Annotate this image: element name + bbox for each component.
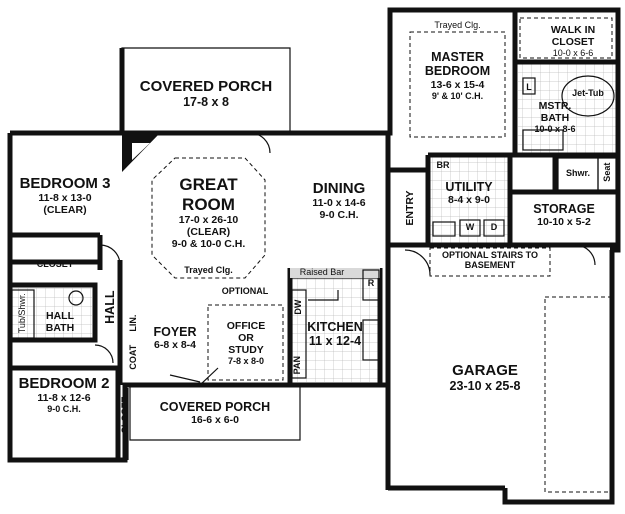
washer-icon: [459, 219, 481, 237]
master-seat-icon: [597, 157, 617, 191]
office-optional-label: OPTIONAL: [221, 286, 269, 296]
utility-label: UTILITY 8-4 x 9-0: [445, 180, 493, 207]
fireplace-icon: [122, 133, 160, 172]
master-toilet-icon: [522, 77, 536, 95]
storage-label: STORAGE 10-10 x 5-2: [533, 202, 595, 229]
bedroom3-label: BEDROOM 3 11-8 x 13-0 (CLEAR): [19, 175, 111, 217]
dryer-label: D: [490, 222, 498, 232]
hall-sink-icon: [68, 290, 84, 306]
office-label: OFFICE OR STUDY 7-8 x 8-0: [226, 320, 266, 367]
optional-stairs-label: OPTIONAL STAIRS TO BASEMENT: [441, 250, 538, 271]
pan-label: PAN: [291, 356, 302, 375]
walk-in-closet-label: WALK IN CLOSET 10-0 x 6-6: [550, 24, 596, 59]
kitchen-counters: [290, 268, 380, 379]
foyer-label: FOYER 6-8 x 8-4: [153, 325, 197, 352]
hall-tub-label: Tub/Shwr.: [16, 293, 27, 334]
master-sink-icon: [522, 129, 564, 151]
washer-label: W: [465, 222, 475, 232]
master-bedroom-label: MASTER BEDROOM 13-6 x 15-4 9' & 10' C.H.: [424, 50, 491, 101]
garage-parking-outline: [544, 296, 613, 493]
door-swings: [94, 132, 596, 386]
utility-tile-floor: [428, 156, 510, 244]
ref-label: R: [367, 278, 375, 288]
interior-walls: [10, 10, 618, 460]
office-optional-outline: [207, 304, 284, 381]
linen-label: LIN.: [127, 314, 138, 332]
kitchen-label: KITCHEN 11 x 12-4: [307, 320, 363, 349]
optional-stairs-outline: [429, 247, 551, 277]
dw-label: DW: [292, 299, 303, 315]
hall-bath-tile-floor: [12, 288, 92, 340]
hall-bath-label: HALL BATH: [45, 310, 75, 335]
entry-label: ENTRY: [403, 190, 416, 226]
covered-porch-top-label: COVERED PORCH 17-8 x 8: [139, 78, 273, 110]
kitchen-tile-floor: [290, 268, 382, 382]
shower-label: Shwr.: [565, 168, 590, 178]
bedroom2-label: BEDROOM 2 11-8 x 12-6 9-0 C.H.: [18, 375, 110, 415]
master-linen-label: L: [526, 82, 532, 92]
dryer-icon: [483, 219, 505, 237]
master-bath-label: MSTR. BATH 10-0 x 8-6: [534, 100, 576, 135]
hall-label: HALL: [102, 290, 117, 324]
great-room-label: GREAT ROOM 17-0 x 26-10 (CLEAR) 9-0 & 10…: [171, 175, 246, 251]
utility-sink-icon: [432, 221, 456, 237]
great-room-ceiling-label: Trayed Clg.: [184, 265, 233, 275]
seat-label: Seat: [601, 162, 612, 182]
master-bedroom-tray-ceiling: [409, 31, 506, 138]
br-label: BR: [436, 160, 450, 170]
raised-bar-label: Raised Bar: [299, 267, 345, 277]
garage-label: GARAGE 23-10 x 25-8: [449, 362, 521, 394]
walk-in-closet-shelf: [519, 17, 613, 59]
jet-tub-icon: [561, 75, 615, 117]
covered-porch-top-outline: [121, 47, 291, 133]
jet-tub-label: Jet-Tub: [572, 88, 604, 98]
dining-label: DINING 11-0 x 14-6 9-0 C.H.: [312, 180, 366, 222]
covered-porch-bottom-outline: [127, 385, 301, 460]
great-room-tray-ceiling: [151, 157, 266, 279]
coat-label: COAT: [127, 344, 138, 370]
covered-porch-bottom-label: COVERED PORCH 16-6 x 6-0: [159, 400, 271, 427]
master-ceiling-label: Trayed Clg.: [434, 20, 481, 30]
closet2-label: CLOSET: [119, 396, 130, 434]
closet-label: CLOSET: [36, 259, 74, 269]
hall-tub-icon: [11, 289, 35, 339]
